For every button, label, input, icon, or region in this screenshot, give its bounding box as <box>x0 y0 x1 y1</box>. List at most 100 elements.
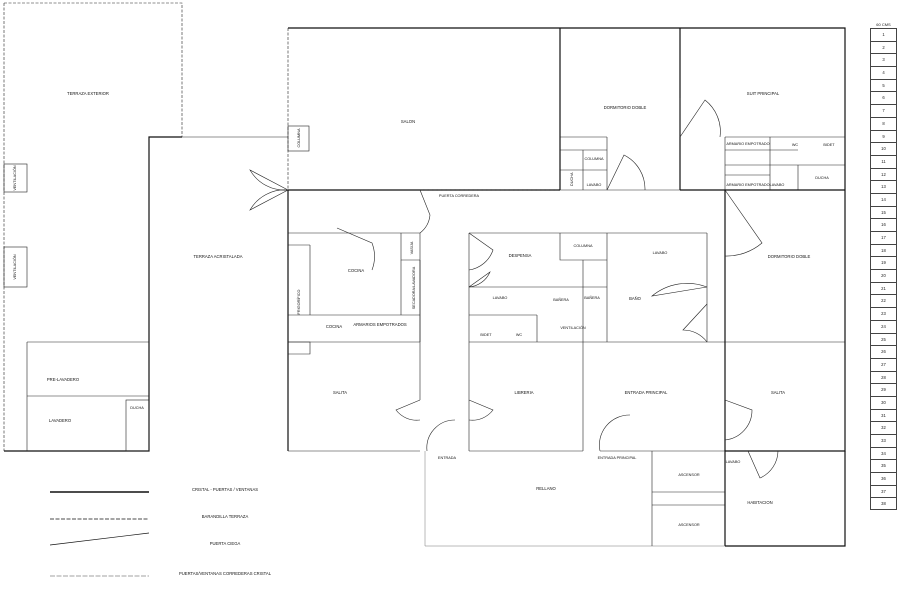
scale-cell: 12 <box>870 167 897 181</box>
lavabo-label-1: LAVABO <box>587 183 602 187</box>
lavabo-label-4: LAVABO <box>493 296 508 300</box>
scale-cell: 10 <box>870 142 897 155</box>
entrada-principal-label-2: ENTRADA PRINCIPAL <box>598 456 637 460</box>
scale-cell: 21 <box>870 281 897 295</box>
scale-cell: 28 <box>870 370 897 384</box>
ascensor-label-1: ASCENSOR <box>678 473 700 477</box>
legend-label-3: PUERTA CIEGA <box>210 541 241 546</box>
cocina-label-2: COCINA <box>326 324 342 329</box>
vasija-label: VASIJA <box>410 241 414 254</box>
columna-label-2: COLUMNA <box>574 244 593 248</box>
scale-cell: 37 <box>870 484 897 498</box>
scale-cell: 33 <box>870 434 897 447</box>
cocina-label-1: COCINA <box>348 268 364 273</box>
armario-empotrado-label-2: ARMARIO EMPOTRADO <box>726 183 769 187</box>
legend-label-2: BARANDILLA TERRAZA <box>202 514 249 519</box>
scale-cell: 2 <box>870 40 897 54</box>
legend: CRISTAL - PUERTAS / VENTANAS BARANDILLA … <box>49 487 272 577</box>
scale-cell: 27 <box>870 357 897 371</box>
scale-cell: 16 <box>870 218 897 231</box>
lavabo-label-3: LAVABO <box>653 251 668 255</box>
lavadero-label: LAVADERO <box>49 418 72 423</box>
scale-cell: 14 <box>870 192 897 206</box>
scale-cell: 29 <box>870 383 897 396</box>
terraza-exterior-label: TERRAZA EXTERIOR <box>67 91 109 96</box>
entrada-label: ENTRADA <box>438 456 457 460</box>
pre-lavadero-label: PRE-LAVADERO <box>47 377 80 382</box>
legend-label-1: CRISTAL - PUERTAS / VENTANAS <box>192 487 258 492</box>
scale-cell: 15 <box>870 205 897 219</box>
lavabo-label-2: LAVABO <box>770 183 785 187</box>
bidet-label-2: BIDET <box>480 333 492 337</box>
ducha-label-1: DUCHA <box>570 172 574 186</box>
despensa-label: DESPENSA <box>509 253 532 258</box>
scale-cell: 23 <box>870 307 897 320</box>
dormitorio-doble-label-2: DORMITORIO DOBLE <box>768 254 811 259</box>
armarios-empotrados-label: ARMARIOS EMPOTRADOS <box>353 322 406 327</box>
libreria-label: LIBRERIA <box>514 390 533 395</box>
scale-cell: 6 <box>870 91 897 105</box>
room-labels: TERRAZA EXTERIOR VENTILACIÓN VENTILACIÓN… <box>12 91 835 527</box>
scale-cell: 4 <box>870 66 897 79</box>
banera-label-2: BAÑERA <box>584 295 600 300</box>
columna-salon-label: COLUMNA <box>297 128 301 147</box>
salon-label: SALON <box>401 119 415 124</box>
dormitorio-doble-label-1: DORMITORIO DOBLE <box>604 105 647 110</box>
scale-cell: 13 <box>870 180 897 193</box>
scale-cell: 3 <box>870 53 897 67</box>
scale-cell: 22 <box>870 294 897 308</box>
armario-empotrado-label-1: ARMARIO EMPOTRADO <box>726 142 769 146</box>
scale-cell: 11 <box>870 154 897 168</box>
scale-cell: 8 <box>870 116 897 130</box>
salita-label-2: SALITA <box>771 390 785 395</box>
bidet-label-1: BIDET <box>823 143 835 147</box>
scale-cell: 32 <box>870 421 897 434</box>
ventilacion-label-3: VENTILACIÓN <box>560 325 586 330</box>
scale-cell: 38 <box>870 497 897 511</box>
secadora-lavadora-label: SECADORA/LAVADORA <box>412 266 416 309</box>
scale-cell: 9 <box>870 129 897 143</box>
wc-label-2: WC <box>516 333 523 337</box>
bano-label: BAÑO <box>629 296 642 301</box>
ducha-label-3: DUCHA <box>130 406 144 410</box>
salita-label-1: SALITA <box>333 390 347 395</box>
ducha-label-2: DUCHA <box>815 176 829 180</box>
scale-cell: 1 <box>870 28 897 41</box>
scale-cell: 30 <box>870 395 897 409</box>
scale-cell: 17 <box>870 231 897 244</box>
scale-cell: 20 <box>870 269 897 282</box>
scale-cell: 24 <box>870 319 897 333</box>
habitacion-label: HABITACION <box>747 500 772 505</box>
terraza-acristalada-label: TERRAZA ACRISTALADA <box>193 254 242 259</box>
scale-cell: 5 <box>870 78 897 92</box>
frigorifico-label: FRIGORÍFICO <box>297 290 301 315</box>
scale-cell: 34 <box>870 446 897 460</box>
scale-cell: 19 <box>870 256 897 270</box>
banera-label-1: BAÑERA <box>553 297 569 302</box>
scale-cell: 25 <box>870 332 897 346</box>
scale-cell: 26 <box>870 345 897 358</box>
scale-cell: 31 <box>870 408 897 422</box>
scale-cell: 7 <box>870 104 897 117</box>
entrada-principal-label-1: ENTRADA PRINCIPAL <box>625 390 668 395</box>
rellano-label: RELLANO <box>536 486 556 491</box>
scale-cell: 18 <box>870 243 897 257</box>
scale-cell: 36 <box>870 472 897 485</box>
legend-label-4: PUERTAS/VENTANAS CORREDERAS CRISTAL <box>179 571 272 576</box>
puerta-corredera-label: PUERTA CORREDERA <box>439 194 480 198</box>
walls <box>3 2 846 547</box>
scale-header: 60 CMS <box>876 22 891 27</box>
legend-line-diagonal <box>49 532 150 546</box>
columna-label-1: COLUMNA <box>585 157 604 161</box>
suit-principal-label: SUIT PRINCIPAL <box>747 91 780 96</box>
lavabo-label-5: LAVABO <box>726 460 741 464</box>
ventilacion-label-1: VENTILACIÓN <box>12 165 17 191</box>
ventilacion-label-2: VENTILACIÓN <box>12 254 17 280</box>
door-swings <box>249 99 779 479</box>
scale-cell: 35 <box>870 459 897 473</box>
ascensor-label-2: ASCENSOR <box>678 523 700 527</box>
wc-label-1: WC <box>792 143 799 147</box>
